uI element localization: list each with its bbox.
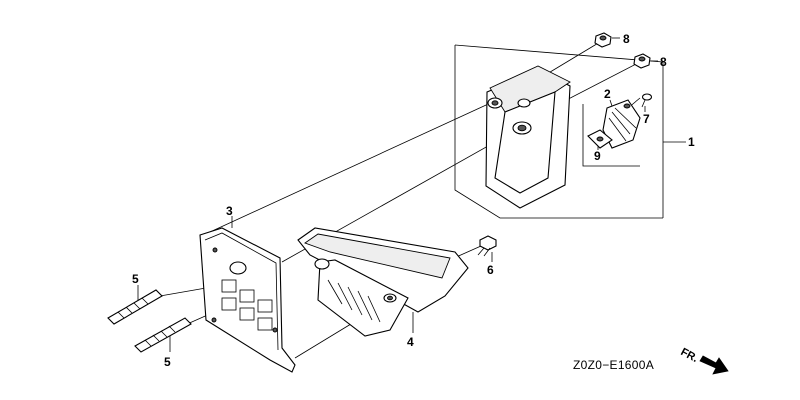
callout-8-upper: 8	[623, 32, 630, 46]
nut-lower	[633, 53, 651, 69]
nut-upper	[594, 32, 612, 48]
callout-7: 7	[643, 112, 650, 126]
leader-lines	[137, 37, 658, 352]
muffler-protector-plate	[199, 227, 296, 373]
spark-arrester-plate	[602, 99, 641, 149]
callout-6: 6	[487, 263, 494, 277]
screw-small	[641, 93, 653, 108]
exhaust-guide	[297, 227, 469, 337]
callout-4: 4	[407, 335, 414, 349]
callout-3: 3	[226, 204, 233, 218]
front-direction-label: FR.	[679, 346, 700, 365]
front-arrow-icon	[699, 355, 729, 375]
callout-1: 1	[688, 135, 695, 149]
callout-5-lower: 5	[164, 355, 171, 369]
flange-bolt	[477, 235, 497, 257]
gasket	[587, 129, 613, 149]
stud-bolt-upper	[107, 289, 163, 325]
callout-2: 2	[604, 87, 611, 101]
front-direction-indicator: FR.	[679, 346, 729, 375]
callout-8-lower: 8	[660, 55, 667, 69]
callout-5-upper: 5	[132, 272, 139, 286]
muffler-assembly-bracket	[454, 44, 686, 219]
callout-labels: 1 2 3 4 5 5 6 7 8 8 9	[132, 32, 695, 369]
callout-9: 9	[594, 149, 601, 163]
muffler-body	[485, 65, 571, 209]
stud-bolt-lower	[134, 317, 192, 353]
diagram-code: Z0Z0−E1600A	[573, 358, 654, 372]
